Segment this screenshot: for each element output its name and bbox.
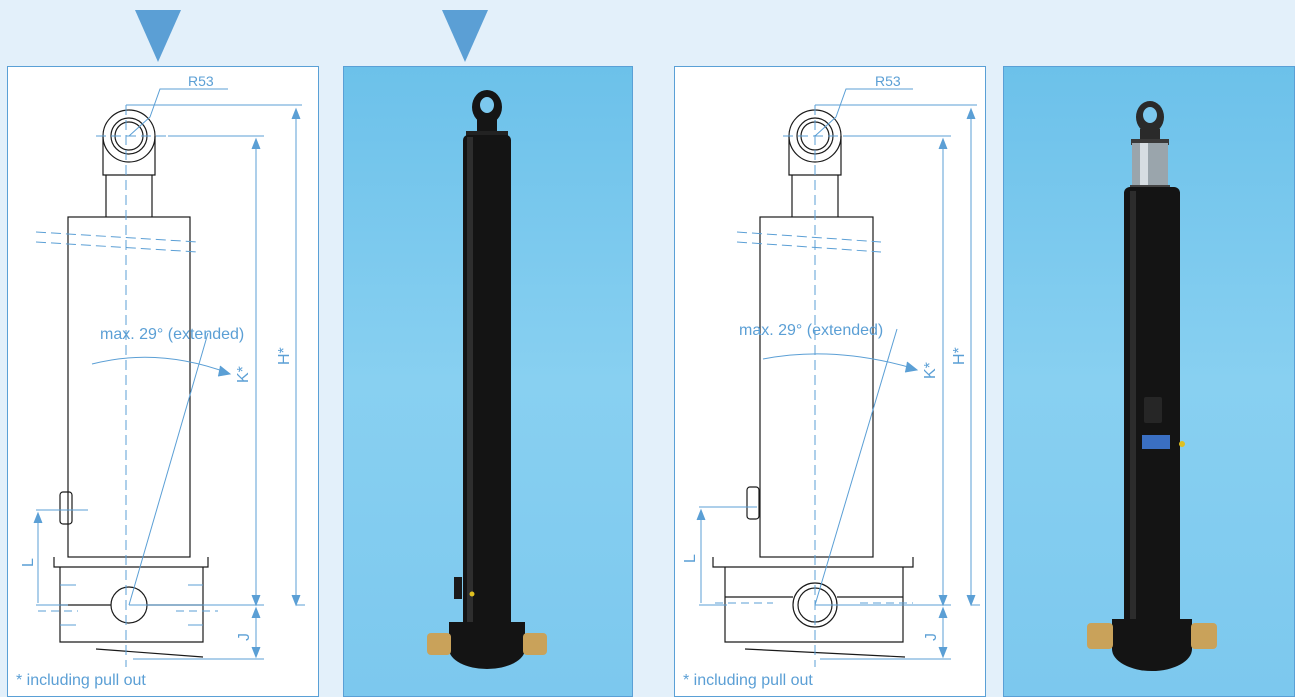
dimension-k-label: K* (235, 366, 252, 383)
cylinder-drawing-2: R53 max. 29° (extended) H* K* L J * incl… (682, 73, 980, 689)
technical-drawing-panel-1: R53 max. 29° (extended) H* K* L J * incl… (7, 66, 319, 697)
dimension-h-label: H* (951, 347, 968, 365)
cylinder-drawing-1: R53 max. 29° (extended) H* K* L J * incl… (16, 73, 305, 689)
dimension-l-label: L (20, 558, 37, 567)
dimension-k-label: K* (922, 362, 939, 379)
technical-drawing-panel-2: R53 max. 29° (extended) H* K* L J * incl… (674, 66, 986, 697)
footnote: * including pull out (683, 672, 813, 689)
marker-triangle-right-icon (442, 10, 488, 62)
cylinder-photo-retracted (427, 90, 547, 669)
marker-triangle-left-icon (135, 10, 181, 62)
angle-label: max. 29° (extended) (100, 326, 244, 343)
dimension-l-label: L (682, 554, 699, 563)
angle-label: max. 29° (extended) (739, 322, 883, 339)
cylinder-photo-extended (1087, 101, 1217, 671)
product-photo-panel-2 (1003, 66, 1295, 697)
radius-label: R53 (188, 73, 214, 89)
footnote: * including pull out (16, 672, 146, 689)
dimension-j-label: J (923, 633, 940, 641)
dimension-j-label: J (236, 633, 253, 641)
dimension-h-label: H* (276, 347, 293, 365)
product-photo-panel-1 (343, 66, 633, 697)
radius-label: R53 (875, 73, 901, 89)
